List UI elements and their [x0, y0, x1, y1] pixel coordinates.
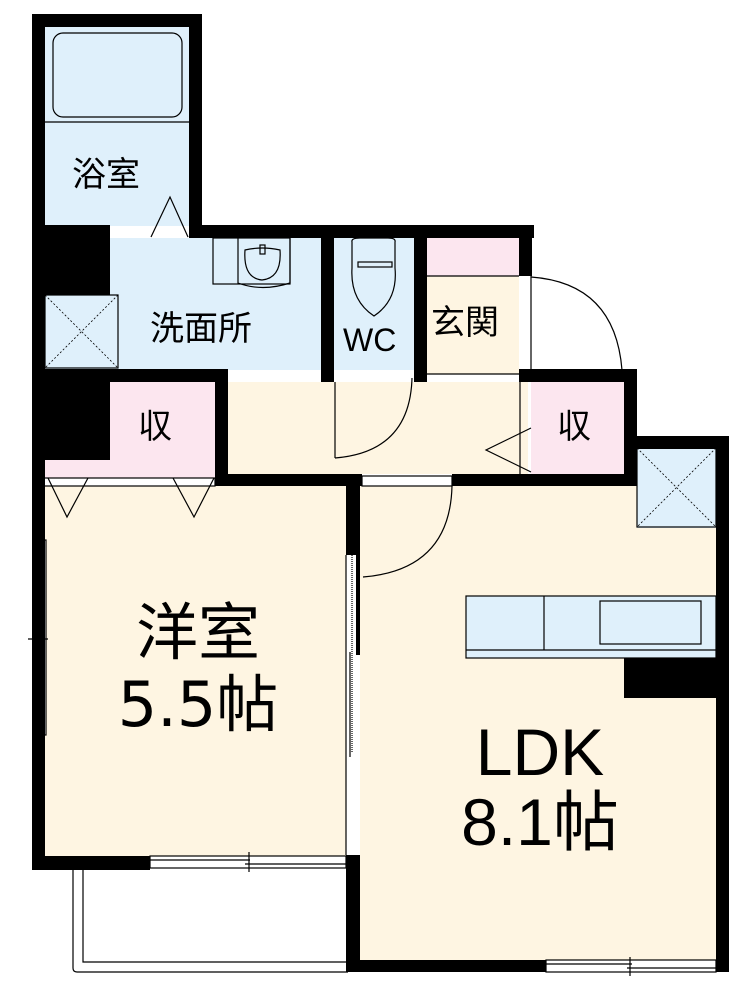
- toilet-fill: [334, 238, 414, 370]
- storage-left-door-icon: [47, 477, 89, 519]
- entrance-label: 玄関: [431, 303, 499, 343]
- ldk-door-swing-icon: [362, 485, 453, 578]
- storage-right-door-icon: [484, 427, 532, 473]
- washroom-label: 洗面所: [150, 309, 252, 349]
- corridor-fill: [228, 382, 528, 474]
- balcony-outline: [72, 868, 348, 973]
- walls: [32, 14, 729, 972]
- stove-icon: [599, 600, 702, 645]
- storage-right-fill: [531, 382, 624, 476]
- ldk-fill: [360, 486, 716, 960]
- bathroom-label: 浴室: [72, 155, 140, 195]
- wc-door-swing-icon: [334, 377, 413, 459]
- western-room-fill: [44, 486, 346, 856]
- storage-right-label: 収: [557, 407, 591, 447]
- toilet-label: WC: [343, 322, 397, 358]
- entrance-fill: [427, 276, 519, 374]
- entrance-door-swing-icon: [530, 276, 623, 371]
- entrance-shoebox-fill: [427, 238, 519, 276]
- room-fills: [44, 26, 716, 960]
- storage-left-fill-strip: [44, 460, 215, 478]
- ldk-size: 8.1帖: [461, 785, 619, 859]
- kitchen-counter-icon: [465, 595, 717, 659]
- sink-basin-icon: [237, 238, 291, 289]
- bathtub-icon: [52, 32, 183, 118]
- washroom-fill: [110, 238, 322, 370]
- bathroom-fill: [44, 26, 190, 226]
- storage-left-label: 収: [138, 407, 172, 447]
- toilet-icon: [351, 237, 396, 317]
- western-room-name: 洋室: [135, 596, 260, 669]
- bathroom-door-icon: [150, 195, 189, 238]
- western-room-size: 5.5帖: [117, 668, 279, 741]
- ldk-name: LDK: [475, 715, 605, 789]
